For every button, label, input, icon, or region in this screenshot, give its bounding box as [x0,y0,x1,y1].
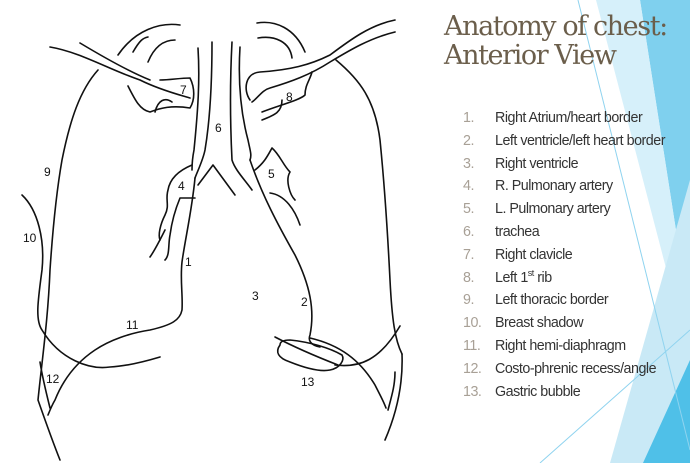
diagram-label-1: 1 [185,255,192,269]
legend-list: 1. Right Atrium/heart border 2. Left ventr… [463,107,690,403]
legend-text-after: rib [533,269,552,286]
legend-item: 5. L. Pulmonary artery [463,198,690,221]
legend-number: 7. [463,246,474,263]
triangle-bottom-dark [643,360,690,463]
legend-text: Breast shadow [495,315,584,332]
trachea-right-wall [229,41,253,191]
legend-number: 9. [463,292,474,309]
diagram-label-10: 10 [23,231,37,245]
right-clavicle-end [127,77,195,113]
legend-item: 6. trachea [463,221,690,244]
legend-number: 3. [463,155,474,172]
carina [197,164,236,196]
diagram-label-7: 7 [180,83,187,97]
diagram-label-12: 12 [46,372,60,386]
diagram-label-11: 11 [126,318,139,332]
legend-text: Left 1 [495,269,528,286]
legend-item: 2. Left ventricle/left heart border [463,130,690,153]
legend-item: 7. Right clavicle [463,244,690,267]
trachea-left-wall [191,47,200,171]
right-clavicle [49,46,191,99]
legend-text: Right hemi-diaphragm [495,337,626,354]
breast-shadow [21,194,161,369]
legend-number: 8. [463,269,474,286]
legend-text: Costo-phrenic recess/angle [495,360,657,377]
slide-title-line-2: Anterior View [444,40,617,71]
right-pulmonary-branch [149,229,166,258]
legend-number: 11. [463,337,481,354]
legend-item: 8. Left 1st rib [463,267,690,290]
left-pulmonary-artery [254,147,296,201]
legend-text: Right Atrium/heart border [495,110,643,126]
triangle-lower-light [610,180,690,463]
right-1st-rib-arc [117,23,181,56]
legend-item: 10. Breast shadow [463,312,690,335]
legend-number: 2. [463,132,474,149]
legend-number: 4. [463,178,474,195]
legend-item: 1. Right Atrium/heart border [463,107,690,130]
legend-text: Gastric bubble [495,383,581,400]
legend-text: L. Pulmonary artery [495,201,611,218]
accent-line-diagonal [577,0,690,451]
legend-text: Left thoracic border [495,292,609,309]
legend-item: 4. R. Pulmonary artery [463,175,690,198]
left-diaphragm-lower [334,325,401,367]
right-rib-arc-3 [132,36,149,53]
trachea-right-outer [238,46,252,161]
accent-line-cross [539,329,690,463]
legend-number: 6. [463,223,474,240]
legend-text: Right ventricle [495,155,579,172]
left-clavicle-upper [245,19,396,101]
legend-item: 13. Gastric bubble [463,381,690,404]
left-upper-arc [256,21,306,53]
left-lung-lower-border [384,353,403,441]
gastric-bubble-line [274,336,339,366]
legend-item: 11. Right hemi-diaphragm [463,335,690,358]
right-pulmonary-artery-lower [164,197,196,261]
right-clavicle-knob [154,98,173,113]
right-pulmonary-artery [158,164,193,241]
diagram-label-2: 2 [301,295,308,309]
legend-item: 12. Costo-phrenic recess/angle [463,358,690,381]
legend-text: Right clavicle [495,246,573,263]
slide-title: Anatomy of chest: Anterior View [444,12,690,70]
left-hemidiaphragm [309,337,387,409]
legend-item: 9. Left thoracic border [463,289,690,312]
left-rib-small [261,99,283,121]
legend-number: 13. [463,383,482,400]
right-clavicle-lower [79,42,151,81]
diagram-label-4: 4 [178,179,185,193]
legend-number: 5. [463,201,474,218]
diagram-label-5: 5 [268,167,275,181]
right-heart-border [47,177,196,416]
legend-text: trachea [495,223,540,240]
left-1st-rib [261,71,313,113]
left-clavicle-lower [251,31,396,103]
gastric-bubble [276,339,344,372]
left-pulmonary-branch [269,192,301,226]
legend-number: 10. [463,315,482,332]
legend-superscript: st [527,267,535,278]
chest-anatomy-diagram [21,19,403,461]
diagram-label-9: 9 [44,165,51,179]
left-upper-arc-2 [257,36,293,59]
diagram-label-6: 6 [215,121,222,135]
left-lung-border [335,59,403,355]
right-rib-arc-2 [147,39,176,63]
right-costophrenic [39,361,51,409]
legend-number: 12. [463,360,482,377]
legend-text: R. Pulmonary artery [495,178,613,195]
legend-number: 1. [463,110,474,126]
left-heart-border [249,159,321,348]
slide-title-line-1: Anatomy of chest: [444,11,668,42]
diagram-label-13: 13 [301,375,315,389]
right-lung-border [37,69,99,461]
diagram-label-8: 8 [286,90,293,104]
legend-text: Left ventricle/left heart border [495,132,665,149]
trachea-left-outer [194,41,213,179]
legend-item: 3. Right ventricle [463,153,690,176]
diagram-label-3: 3 [252,289,259,303]
left-costophrenic [387,371,396,411]
